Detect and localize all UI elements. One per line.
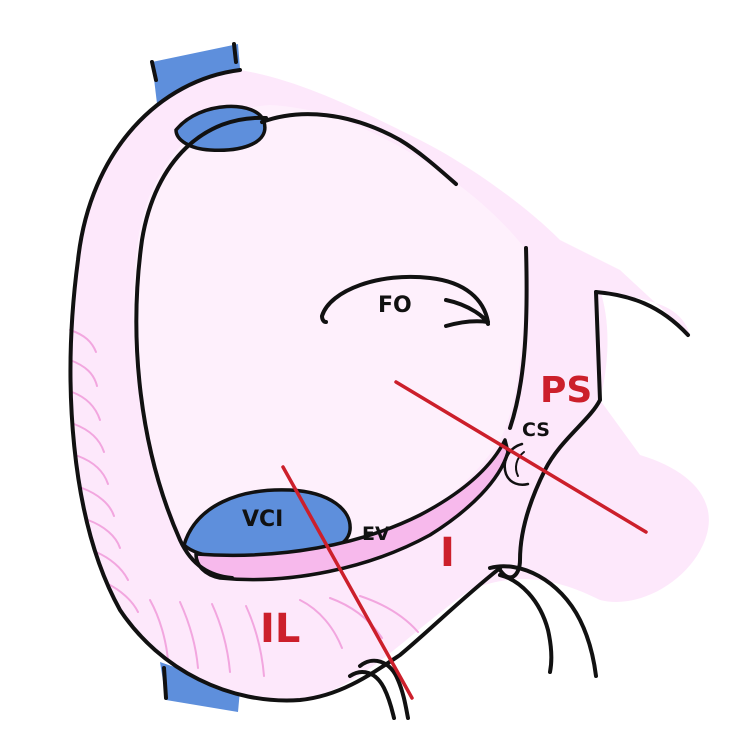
- valve-leaflet-left-2: [348, 670, 396, 720]
- valve-leaflet-left-1: [358, 658, 410, 720]
- label-fo: FO: [378, 293, 412, 318]
- label-il: IL: [260, 606, 300, 652]
- valve-leaflet-right: [488, 564, 598, 678]
- label-vci: VCI: [242, 507, 283, 532]
- ivc-wall-left: [162, 666, 168, 700]
- fossa-ovalis-rim: [444, 298, 490, 326]
- wall-hatching: [69, 329, 419, 677]
- outer-wall-outline: [68, 68, 502, 703]
- svc-wall-right: [232, 42, 238, 64]
- label-ps: PS: [540, 370, 592, 411]
- svc-wall-left: [150, 60, 158, 82]
- red-cutline-isthmus: [281, 465, 414, 700]
- label-i: I: [440, 530, 455, 576]
- inner-cavity-outline: [134, 115, 268, 580]
- valve-leaflet-mid: [498, 573, 554, 674]
- label-cs: CS: [522, 419, 550, 441]
- posterior-wall-top: [594, 290, 690, 337]
- coronary-sinus-inner: [515, 451, 525, 477]
- upper-wall-outline: [260, 112, 458, 186]
- ivc-vessel-bottom: [160, 662, 240, 712]
- septal-edge-outline: [508, 246, 529, 430]
- red-cutline-septal: [394, 380, 648, 534]
- label-ev: EV: [362, 523, 390, 545]
- atrial-cavity: [133, 105, 526, 562]
- posterior-wall-outline: [498, 290, 602, 580]
- eustachian-ridge: [194, 438, 510, 582]
